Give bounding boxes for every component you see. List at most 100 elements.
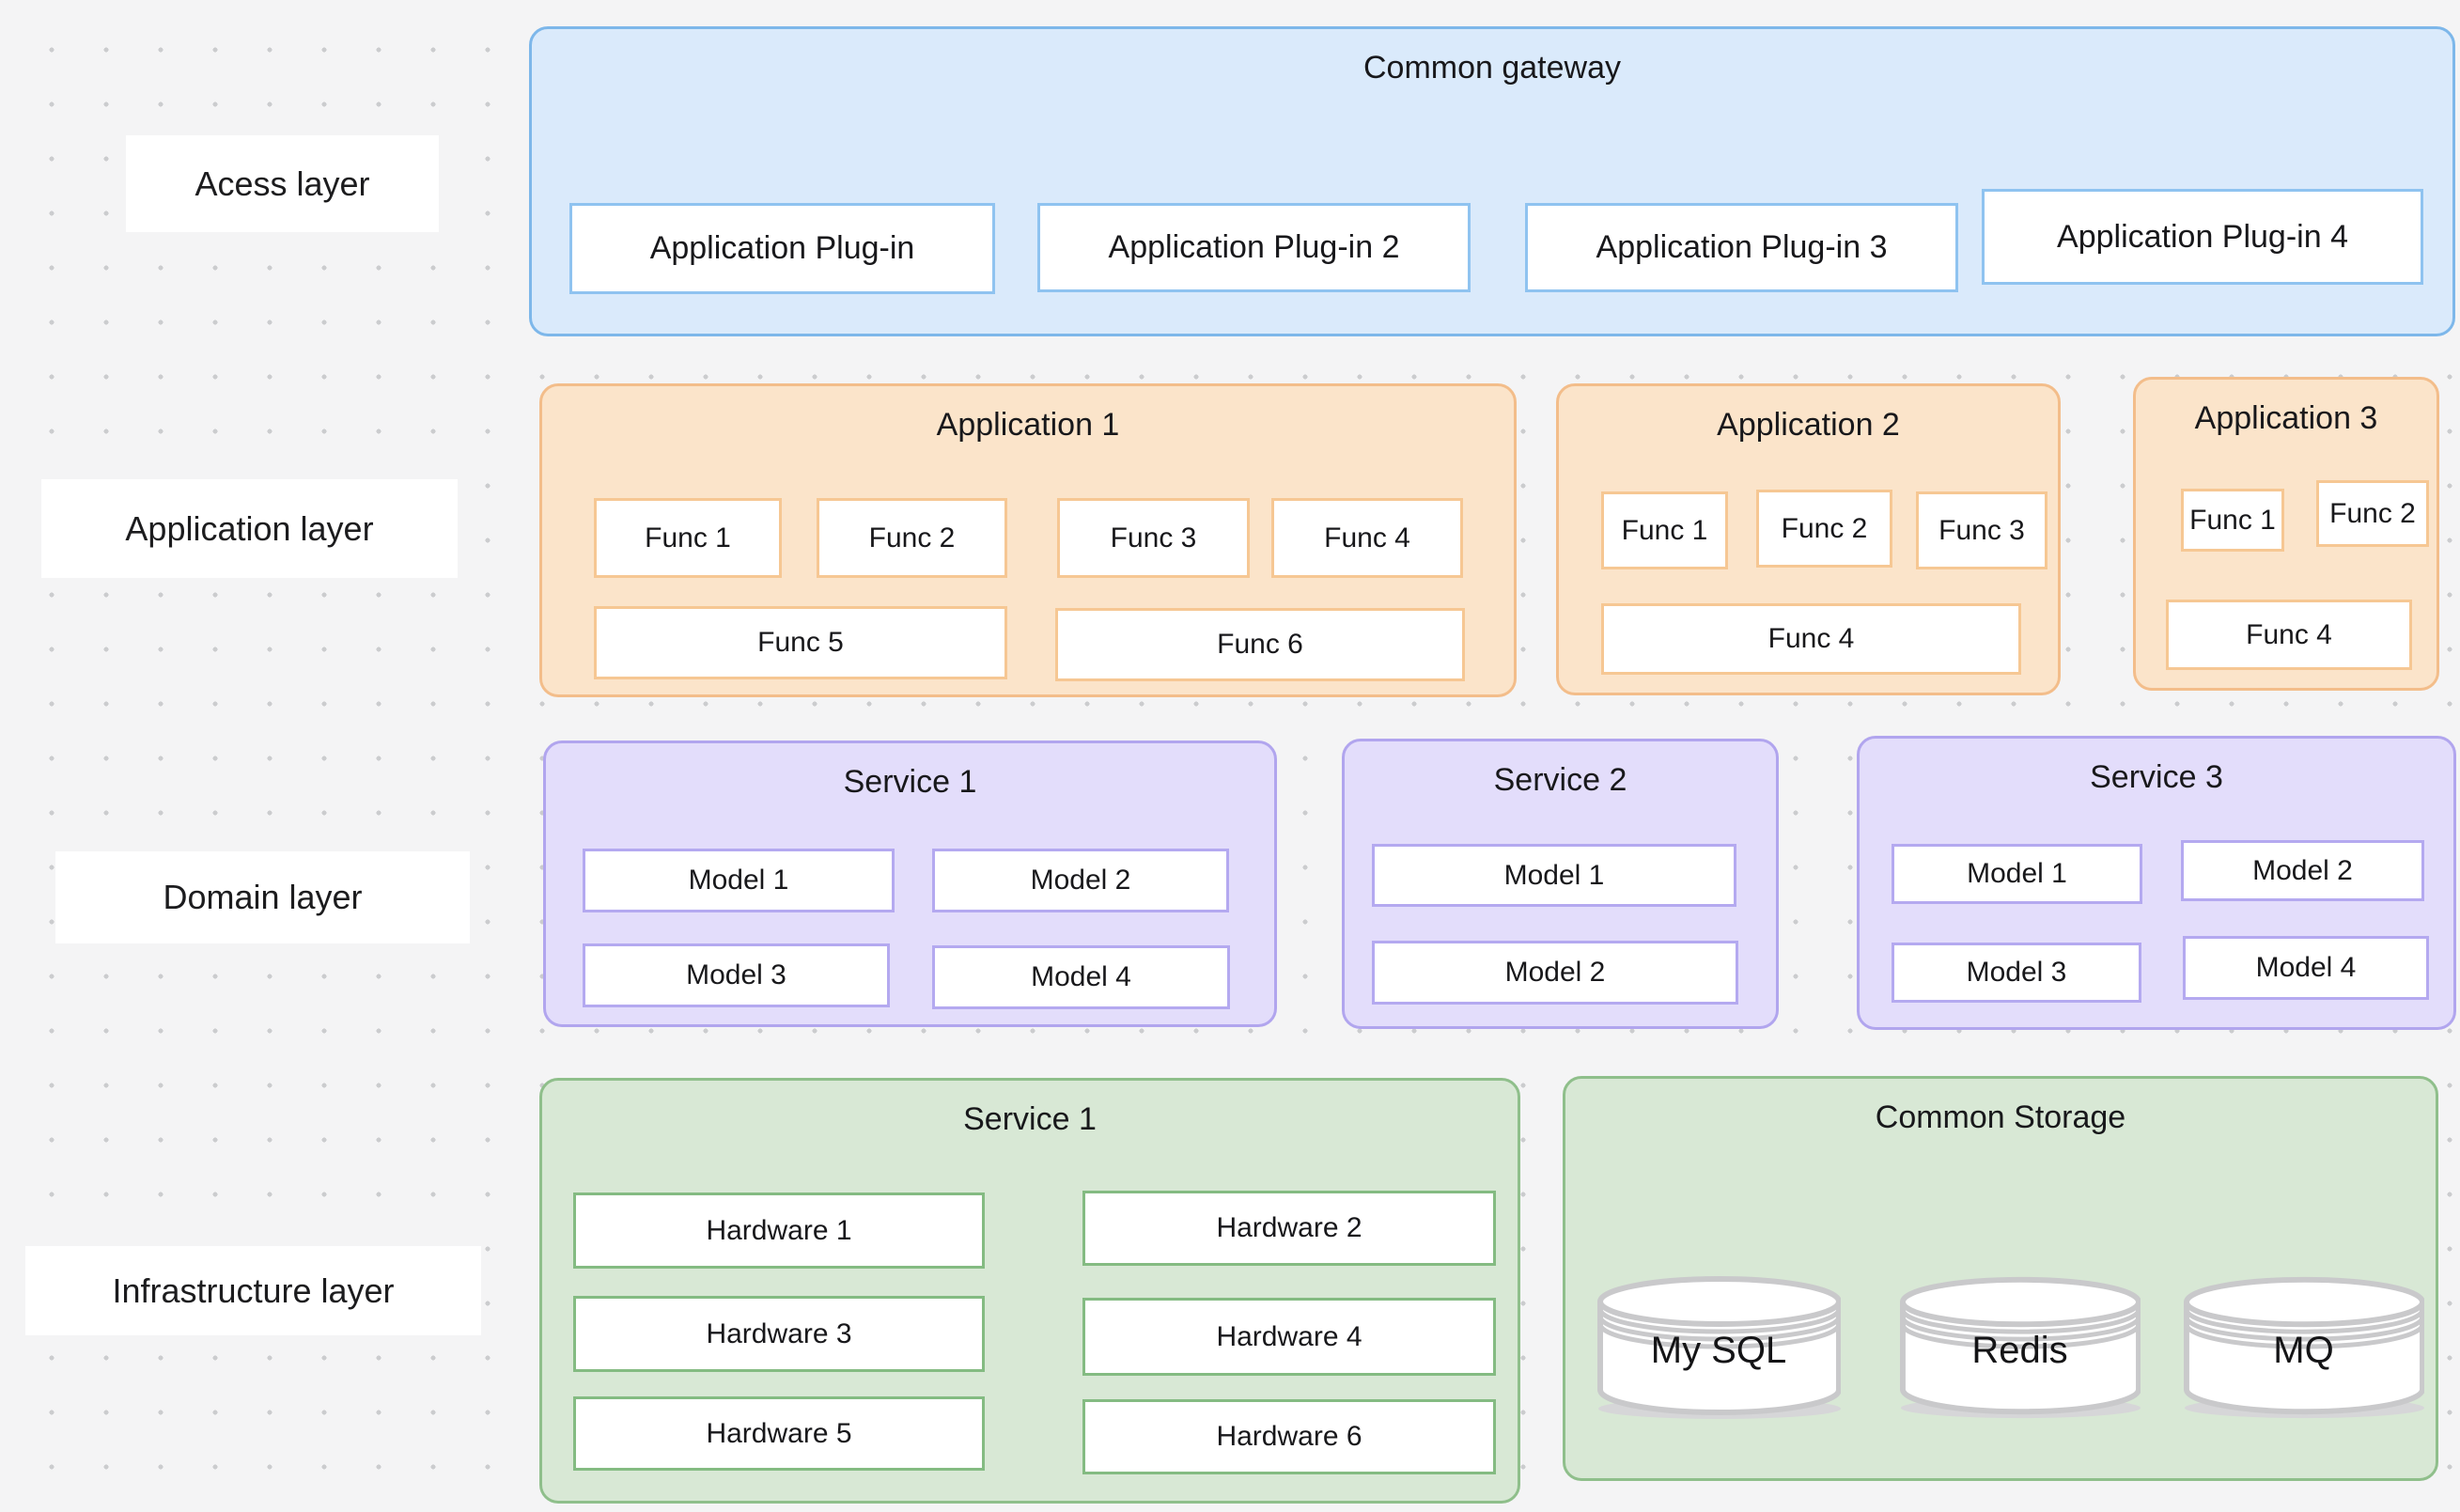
- application-3-func-2-box[interactable]: Func 2: [2316, 480, 2429, 547]
- application-plugin-2-box[interactable]: Application Plug-in 2: [1037, 203, 1471, 292]
- common-gateway-title: Common gateway: [1362, 50, 1621, 86]
- domain-service-3-title: Service 3: [2090, 759, 2223, 795]
- domain-service-3-model-3-box[interactable]: Model 3: [1892, 943, 2141, 1003]
- application-1-func-4-label: Func 4: [1324, 522, 1410, 553]
- database-cylinder-icon: [1597, 1276, 1841, 1419]
- domain-service-1-container[interactable]: Service 1 Model 1 Model 2 Model 3 Model …: [543, 740, 1277, 1027]
- application-1-func-5-label: Func 5: [757, 627, 844, 658]
- application-2-func-3-label: Func 3: [1938, 514, 2025, 546]
- domain-service-1-model-2-box[interactable]: Model 2: [932, 849, 1229, 912]
- application-1-func-1-box[interactable]: Func 1: [594, 498, 782, 578]
- layer-label-infrastructure[interactable]: Infrastructure layer: [25, 1246, 481, 1335]
- domain-service-1-title: Service 1: [843, 764, 977, 800]
- application-plugin-3-box[interactable]: Application Plug-in 3: [1525, 203, 1958, 292]
- application-2-func-4-box[interactable]: Func 4: [1601, 603, 2021, 675]
- application-plugin-4-label: Application Plug-in 4: [2057, 218, 2348, 255]
- layer-label-access[interactable]: Acess layer: [126, 135, 439, 232]
- domain-service-1-model-1-box[interactable]: Model 1: [583, 849, 895, 912]
- application-plugin-4-box[interactable]: Application Plug-in 4: [1982, 189, 2423, 285]
- domain-service-3-model-2-box[interactable]: Model 2: [2181, 840, 2424, 901]
- domain-service-1-model-4-label: Model 4: [1031, 961, 1131, 992]
- domain-service-1-model-4-box[interactable]: Model 4: [932, 945, 1230, 1009]
- domain-service-3-model-1-label: Model 1: [1967, 858, 2067, 889]
- hardware-5-box[interactable]: Hardware 5: [573, 1396, 985, 1471]
- application-1-container[interactable]: Application 1 Func 1 Func 2 Func 3 Func …: [539, 383, 1517, 697]
- common-storage-container[interactable]: Common Storage My SQL Redis: [1563, 1076, 2438, 1481]
- common-storage-title: Common Storage: [1875, 1099, 2126, 1135]
- database-cylinder-mq[interactable]: MQ: [2183, 1271, 2424, 1420]
- application-1-func-6-box[interactable]: Func 6: [1055, 608, 1465, 681]
- domain-service-3-model-1-box[interactable]: Model 1: [1892, 844, 2142, 904]
- application-2-title: Application 2: [1717, 407, 1900, 443]
- hardware-6-box[interactable]: Hardware 6: [1082, 1399, 1496, 1474]
- layer-label-access-text: Acess layer: [195, 164, 370, 203]
- domain-service-3-container[interactable]: Service 3 Model 1 Model 2 Model 3 Model …: [1857, 736, 2456, 1030]
- domain-service-2-model-2-label: Model 2: [1504, 957, 1606, 988]
- application-3-func-2-label: Func 2: [2329, 497, 2416, 529]
- application-plugin-3-label: Application Plug-in 3: [1596, 229, 1888, 265]
- domain-service-3-model-4-box[interactable]: Model 4: [2183, 936, 2429, 1000]
- domain-service-2-model-1-box[interactable]: Model 1: [1372, 844, 1736, 907]
- domain-service-3-model-2-label: Model 2: [2252, 854, 2353, 886]
- layer-label-infrastructure-text: Infrastructure layer: [112, 1270, 395, 1310]
- database-cylinder-mysql[interactable]: My SQL: [1596, 1271, 1841, 1420]
- application-1-func-2-box[interactable]: Func 2: [817, 498, 1007, 578]
- application-1-func-3-label: Func 3: [1110, 522, 1197, 553]
- hardware-2-label: Hardware 2: [1216, 1212, 1362, 1243]
- application-1-func-1-label: Func 1: [645, 522, 731, 553]
- infra-service-1-container[interactable]: Service 1 Hardware 1 Hardware 2 Hardware…: [539, 1078, 1520, 1504]
- database-cylinder-redis[interactable]: Redis: [1899, 1271, 2141, 1420]
- application-1-func-3-box[interactable]: Func 3: [1057, 498, 1250, 578]
- domain-service-1-model-3-box[interactable]: Model 3: [583, 943, 890, 1007]
- application-plugin-1-label: Application Plug-in: [649, 230, 915, 266]
- application-3-container[interactable]: Application 3 Func 1 Func 2 Func 4: [2133, 377, 2439, 691]
- hardware-3-label: Hardware 3: [706, 1317, 852, 1349]
- database-mysql-label: My SQL: [1650, 1330, 1787, 1371]
- hardware-2-box[interactable]: Hardware 2: [1082, 1191, 1496, 1266]
- domain-service-3-model-3-label: Model 3: [1966, 957, 2067, 988]
- domain-service-1-model-3-label: Model 3: [686, 959, 786, 990]
- domain-service-1-model-1-label: Model 1: [688, 865, 789, 896]
- hardware-6-label: Hardware 6: [1216, 1421, 1362, 1452]
- domain-service-2-model-1-label: Model 1: [1503, 859, 1605, 891]
- application-2-func-2-box[interactable]: Func 2: [1756, 490, 1892, 568]
- application-3-func-1-box[interactable]: Func 1: [2181, 489, 2284, 552]
- hardware-5-label: Hardware 5: [706, 1417, 852, 1449]
- database-redis-label: Redis: [1971, 1330, 2068, 1371]
- application-1-title: Application 1: [936, 407, 1120, 443]
- application-2-func-2-label: Func 2: [1781, 512, 1868, 544]
- hardware-3-box[interactable]: Hardware 3: [573, 1296, 985, 1372]
- hardware-1-box[interactable]: Hardware 1: [573, 1192, 985, 1269]
- application-2-func-3-box[interactable]: Func 3: [1916, 491, 2047, 569]
- application-2-func-1-label: Func 1: [1621, 514, 1708, 546]
- hardware-4-box[interactable]: Hardware 4: [1082, 1298, 1496, 1376]
- application-1-func-5-box[interactable]: Func 5: [594, 606, 1007, 679]
- layer-label-domain[interactable]: Domain layer: [55, 851, 470, 943]
- hardware-4-label: Hardware 4: [1216, 1320, 1362, 1352]
- domain-service-1-model-2-label: Model 2: [1030, 865, 1131, 896]
- domain-service-2-title: Service 2: [1493, 762, 1627, 798]
- domain-service-2-model-2-box[interactable]: Model 2: [1372, 941, 1738, 1005]
- application-plugin-1-box[interactable]: Application Plug-in: [569, 203, 995, 294]
- database-cylinder-icon: [1899, 1276, 2141, 1419]
- database-cylinder-icon: [2183, 1276, 2424, 1419]
- application-3-func-1-label: Func 1: [2189, 504, 2276, 536]
- application-1-func-6-label: Func 6: [1217, 629, 1303, 660]
- application-3-title: Application 3: [2194, 400, 2378, 436]
- application-2-func-1-box[interactable]: Func 1: [1601, 491, 1728, 569]
- hardware-1-label: Hardware 1: [706, 1214, 852, 1246]
- layer-label-application-text: Application layer: [125, 508, 374, 548]
- domain-service-2-container[interactable]: Service 2 Model 1 Model 2: [1342, 739, 1779, 1029]
- application-1-func-4-box[interactable]: Func 4: [1271, 498, 1463, 578]
- application-3-func-4-box[interactable]: Func 4: [2166, 600, 2412, 670]
- database-mq-label: MQ: [2273, 1330, 2334, 1371]
- application-plugin-2-label: Application Plug-in 2: [1108, 229, 1400, 265]
- layer-label-application[interactable]: Application layer: [41, 479, 458, 578]
- domain-service-3-model-4-label: Model 4: [2255, 952, 2357, 983]
- common-gateway-container[interactable]: Common gateway Application Plug-in Appli…: [529, 26, 2455, 336]
- application-3-func-4-label: Func 4: [2246, 618, 2332, 650]
- application-2-container[interactable]: Application 2 Func 1 Func 2 Func 3 Func …: [1556, 383, 2061, 695]
- layer-label-domain-text: Domain layer: [163, 878, 363, 916]
- application-1-func-2-label: Func 2: [868, 522, 956, 553]
